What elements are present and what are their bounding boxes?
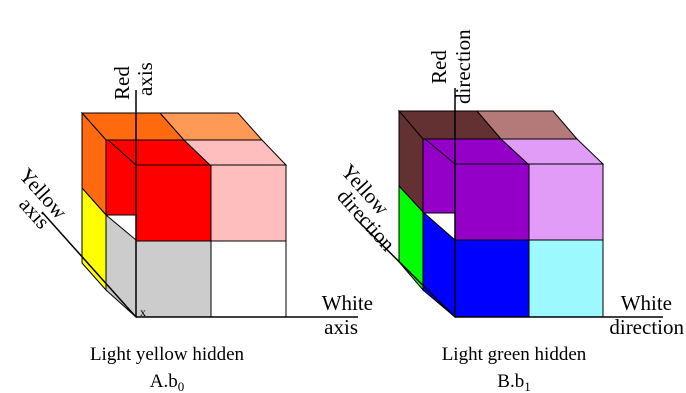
caption-a: Light yellow hidden bbox=[90, 344, 245, 365]
sublabel-b-prefix: B.b bbox=[497, 371, 524, 392]
cube-a-front-top-right bbox=[210, 164, 287, 242]
cube-b-front-bottom-left bbox=[454, 239, 530, 318]
white-axis-label-a-line1: White bbox=[322, 291, 373, 315]
cube-b-front-top-right bbox=[528, 163, 604, 241]
white-direction-label-b-line1: White bbox=[621, 291, 672, 315]
yellow-direction-line-b bbox=[354, 217, 456, 318]
red-axis-label-a-line1: Red bbox=[110, 66, 134, 100]
red-direction-label-b-line2: direction bbox=[451, 29, 475, 104]
sublabel-a: A.b0 bbox=[150, 371, 184, 393]
cube-a-front-bottom-left bbox=[135, 240, 212, 318]
red-axis-label-a-line2: axis bbox=[133, 62, 157, 96]
white-direction-label-b-line2: direction bbox=[609, 315, 684, 339]
cube-b-front-bottom-right bbox=[528, 239, 604, 318]
white-axis-label-a-line2: axis bbox=[324, 315, 358, 339]
sublabel-a-subscript: 0 bbox=[178, 379, 185, 393]
caption-b: Light green hidden bbox=[442, 344, 587, 365]
origin-mark-a: x bbox=[140, 305, 146, 319]
sublabel-a-prefix: A.b bbox=[150, 371, 178, 392]
cube-a-front-bottom-right bbox=[210, 240, 287, 318]
red-direction-label-b-line1: Red bbox=[427, 50, 451, 84]
yellow-axis-line-a bbox=[41, 211, 137, 318]
cube-b-front-top-left bbox=[454, 163, 530, 241]
cube-a-front-top-left bbox=[135, 164, 212, 242]
sublabel-b-subscript: 1 bbox=[524, 379, 531, 393]
sublabel-b: B.b1 bbox=[497, 371, 530, 393]
cube-a-middle-side-bottom bbox=[105, 213, 137, 319]
figure-a: Red axis Yellow axis White axis x Light … bbox=[14, 62, 373, 393]
figure-b: Red direction Yellow direction White dir… bbox=[332, 29, 684, 393]
